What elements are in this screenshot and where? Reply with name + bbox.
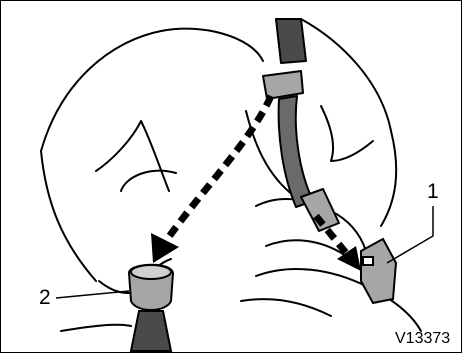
callout-1-label: 1: [427, 181, 439, 202]
belt-guide: [263, 71, 303, 99]
left-arm-line: [41, 151, 96, 281]
figure-code: V13373: [395, 331, 450, 347]
buckle-left-top: [131, 265, 171, 279]
callout-1-leader: [387, 206, 433, 263]
buckle-right-slot: [363, 257, 373, 265]
arrow-head-left: [151, 233, 179, 263]
left-shoulder-line: [41, 29, 263, 151]
buckle-left-strap: [131, 311, 171, 351]
callout-2-label: 2: [39, 287, 51, 308]
dashed-arrow-icon: [166, 96, 351, 259]
lower-left-line: [61, 325, 131, 331]
right-arm-fold: [321, 106, 373, 161]
left-arm-fold: [96, 121, 169, 191]
buckle-right-body: [361, 239, 396, 303]
arrow-heads: [151, 233, 361, 271]
belt-strap-mid: [279, 96, 313, 207]
callout-2-leader: [56, 291, 129, 298]
buckle-left: [129, 265, 173, 351]
arrow-to-buckle-2: [166, 96, 271, 241]
buckle-right: [361, 239, 396, 303]
belt-strap-top: [276, 19, 306, 63]
lap-line: [241, 299, 331, 316]
right-hand-mid: [266, 240, 346, 256]
